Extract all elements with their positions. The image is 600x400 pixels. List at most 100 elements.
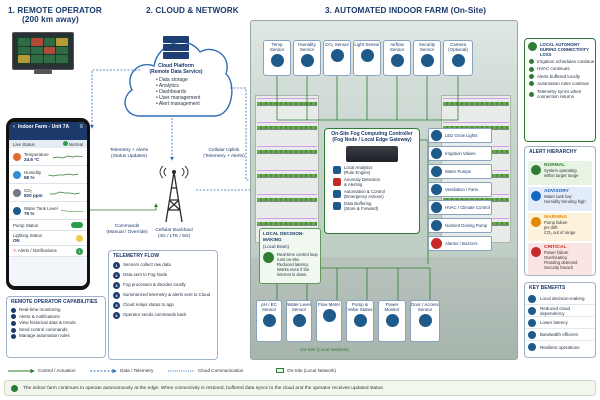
cloud-service: • Alert management	[156, 101, 200, 107]
gear-icon	[11, 334, 16, 340]
check-circle-icon	[531, 165, 541, 175]
critical-icon	[531, 247, 541, 257]
actuator-ventilation[interactable]: Ventilation / Fans	[428, 182, 492, 197]
humidity-sensor[interactable]: Humidity Sensor	[293, 40, 321, 76]
thermometer-icon	[13, 152, 21, 161]
pump-status-label: Pump Status	[13, 222, 39, 228]
gateway-function: Automation & Control(Emergency Actions)	[333, 189, 419, 199]
valve-icon	[431, 148, 442, 159]
sparkline-icon	[48, 173, 79, 176]
sparkline-icon	[52, 155, 83, 158]
metric-value: 24.6 °C	[24, 156, 40, 162]
legend-data: Data / Telemetry	[120, 368, 154, 373]
bell-icon	[11, 314, 16, 320]
key-benefits-card: KEY BENEFITS Local decision-making Reduc…	[524, 282, 596, 358]
autonomy-item: Telemetry syncs when connection returns	[525, 89, 595, 100]
cloud-service: • Data storage	[156, 77, 188, 83]
actuator-hvac[interactable]: HVAC / Climate Control	[428, 200, 492, 215]
autonomy-item: Alerts buffered locally	[525, 74, 595, 80]
check-icon	[529, 91, 534, 97]
cloud-service: • User management	[156, 95, 201, 101]
toggle-icon[interactable]	[71, 222, 83, 228]
metric-value: 820 ppm	[24, 192, 43, 198]
remote-capabilities-card: REMOTE OPERATOR CAPABILITIES Real-time m…	[6, 296, 106, 358]
autonomy-title: LOCAL AUTONOMY DURING CONNECTIVITY LOSS	[540, 42, 589, 57]
alert-icon	[333, 178, 341, 186]
actuator-water-pumps[interactable]: Water Pumps	[428, 164, 492, 179]
wall-monitor	[12, 32, 74, 70]
pump-valve-status[interactable]: Pump & Valve Status	[346, 300, 374, 342]
remote-subtitle: (200 km away)	[22, 15, 79, 24]
commands-label: Commands(Manual / Override)	[106, 224, 148, 235]
ph-ec-sensor[interactable]: pH / EC Sensor	[256, 300, 282, 342]
metric-label: Temperature	[24, 151, 49, 157]
footer-text: The indoor farm continues to operate aut…	[23, 385, 384, 391]
warning-icon: ⚠	[13, 248, 17, 253]
water-tank-icon	[13, 206, 21, 215]
key-benefits-title: KEY BENEFITS	[529, 285, 566, 291]
lightbulb-icon	[431, 130, 442, 141]
flow-meter[interactable]: Flow Meter	[316, 300, 342, 342]
security-sensor[interactable]: Security Sensor	[413, 40, 441, 76]
remote-title: 1. REMOTE OPERATOR	[8, 6, 102, 15]
capability-item: Send control commands	[7, 327, 105, 334]
brain-icon	[263, 251, 274, 263]
lighting-status-value: ON	[13, 238, 20, 243]
legend-control: Control / Actuation	[38, 368, 76, 373]
check-icon	[529, 66, 534, 72]
pump-icon	[431, 166, 442, 177]
door-access-sensor[interactable]: Door / Access Sensor	[410, 300, 440, 342]
phone-title: Indoor Farm - Unit 7A	[18, 124, 70, 130]
temp-sensor[interactable]: Temp Sensor	[263, 40, 291, 76]
monitor-stand	[34, 70, 52, 74]
telemetry-flow-title: TELEMETRY FLOW	[113, 253, 160, 259]
power-meter-icon	[385, 314, 399, 328]
analytics-icon	[333, 166, 341, 174]
co2-icon	[13, 188, 21, 197]
actuator-nutrient-pump[interactable]: Nutrient Dosing Pump	[428, 218, 492, 233]
door-icon	[418, 314, 432, 328]
gateway-title: On-Site Fog Computing Controller	[331, 131, 413, 137]
alerts-row[interactable]: ⚠ Alerts / Notifications 1	[9, 246, 87, 257]
camera-sensor[interactable]: Camera (Optional)	[443, 40, 473, 76]
lightbulb-icon	[76, 234, 83, 242]
co2-sensor[interactable]: CO₂ Sensor	[323, 40, 351, 76]
back-icon[interactable]: ‹	[13, 124, 15, 130]
shield-check-icon	[528, 42, 537, 51]
sparkline-icon	[49, 191, 80, 194]
farm-title: 3. AUTOMATED INDOOR FARM (On-Site)	[325, 6, 487, 15]
benefit-item: Bandwidth efficient	[525, 329, 595, 341]
dosing-icon	[431, 220, 442, 231]
menu-icon[interactable]: ≡	[79, 124, 83, 130]
capability-item: Manage automation rules	[7, 333, 105, 340]
water-level-sensor[interactable]: Water Level Sensor	[286, 300, 312, 342]
pump-status-row[interactable]: Pump Status	[9, 220, 87, 231]
cloud-service: • Dashboards	[156, 89, 187, 95]
light-sensor[interactable]: Light Sensor	[353, 40, 381, 76]
power-monitor[interactable]: Power Monitor	[378, 300, 406, 342]
capability-item: View historical data & trends	[7, 320, 105, 327]
actuator-alarms[interactable]: Alarms / Buzzers	[428, 236, 492, 251]
check-icon	[529, 81, 534, 87]
airflow-sensor[interactable]: Airflow Sensor	[383, 40, 411, 76]
sparkline-icon	[60, 209, 83, 212]
actuator-led-grow-lights[interactable]: LED Grow Lights	[428, 128, 492, 143]
bandwidth-icon	[528, 330, 536, 339]
actuator-irrigation-valves[interactable]: Irrigation Valves	[428, 146, 492, 161]
status-dot-icon	[62, 141, 68, 146]
remote-capabilities-title: REMOTE OPERATOR CAPABILITIES	[11, 299, 98, 305]
